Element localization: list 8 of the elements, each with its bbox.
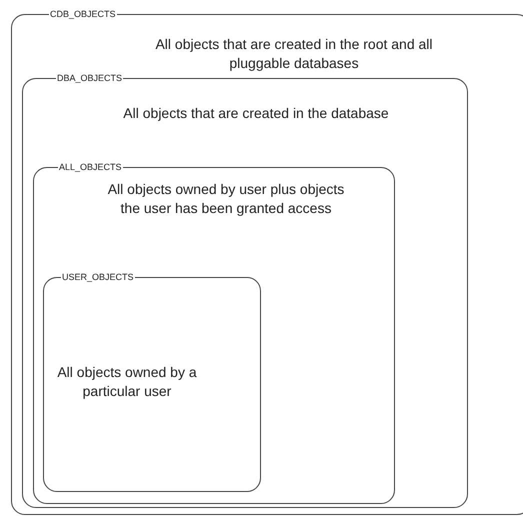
scope-heading: CDB_OBJECTS bbox=[49, 8, 117, 20]
scope-description: All objects owned by user plus objects the user has been granted access bbox=[106, 180, 346, 218]
scope-description: All objects that are created in the root and all pluggable databases bbox=[154, 35, 434, 73]
scope-heading: DBA_OBJECTS bbox=[56, 72, 124, 84]
scope-description: All objects owned by a particular user bbox=[56, 363, 198, 401]
scope-heading: USER_OBJECTS bbox=[61, 271, 135, 283]
scope-heading: ALL_OBJECTS bbox=[58, 161, 123, 173]
scope-description: All objects that are created in the database bbox=[122, 104, 390, 123]
